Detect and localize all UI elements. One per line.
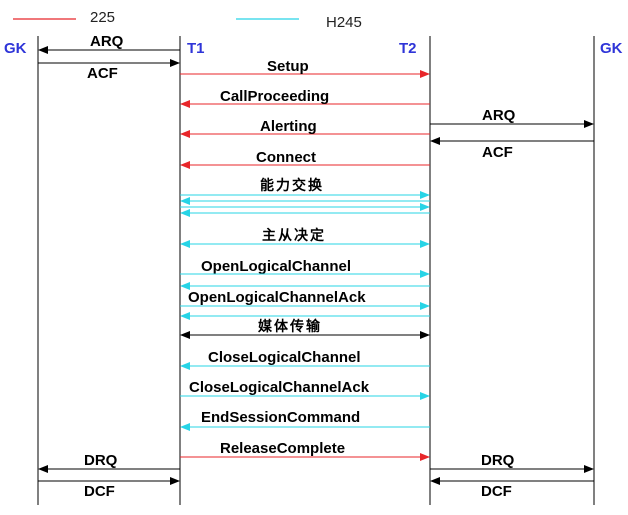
label-openlogicalchannel: OpenLogicalChannel bbox=[201, 258, 351, 275]
label-acf-left: ACF bbox=[87, 65, 118, 82]
entity-gk-right: GK bbox=[600, 40, 623, 57]
label-acf-right: ACF bbox=[482, 144, 513, 161]
label-alerting: Alerting bbox=[260, 118, 317, 135]
legend-label-h245: H245 bbox=[326, 14, 362, 31]
label-capability-exchange: 能力交换 bbox=[260, 177, 324, 194]
label-drq-right: DRQ bbox=[481, 452, 515, 469]
label-connect: Connect bbox=[256, 149, 316, 166]
label-master-slave: 主从决定 bbox=[262, 227, 326, 244]
label-media-transfer: 媒体传输 bbox=[257, 318, 322, 335]
entity-t2: T2 bbox=[399, 40, 417, 57]
label-callproceeding: CallProceeding bbox=[220, 88, 329, 105]
label-setup: Setup bbox=[267, 58, 309, 75]
label-endsessioncommand: EndSessionCommand bbox=[201, 409, 360, 426]
label-arq-right: ARQ bbox=[482, 107, 516, 124]
label-dcf-left: DCF bbox=[84, 483, 115, 500]
legend: 225 H245 bbox=[13, 9, 362, 31]
label-dcf-right: DCF bbox=[481, 483, 512, 500]
label-drq-left: DRQ bbox=[84, 452, 118, 469]
label-closelogicalchannel: CloseLogicalChannel bbox=[208, 349, 361, 366]
label-closelogicalchannelack: CloseLogicalChannelAck bbox=[189, 379, 370, 396]
label-releasecomplete: ReleaseComplete bbox=[220, 440, 345, 457]
label-arq-left: ARQ bbox=[90, 33, 124, 50]
entity-gk-left: GK bbox=[4, 40, 27, 57]
arrows-capability-exchange bbox=[180, 191, 430, 217]
legend-label-225: 225 bbox=[90, 9, 115, 26]
entity-t1: T1 bbox=[187, 40, 205, 57]
label-openlogicalchannelack: OpenLogicalChannelAck bbox=[188, 289, 366, 306]
